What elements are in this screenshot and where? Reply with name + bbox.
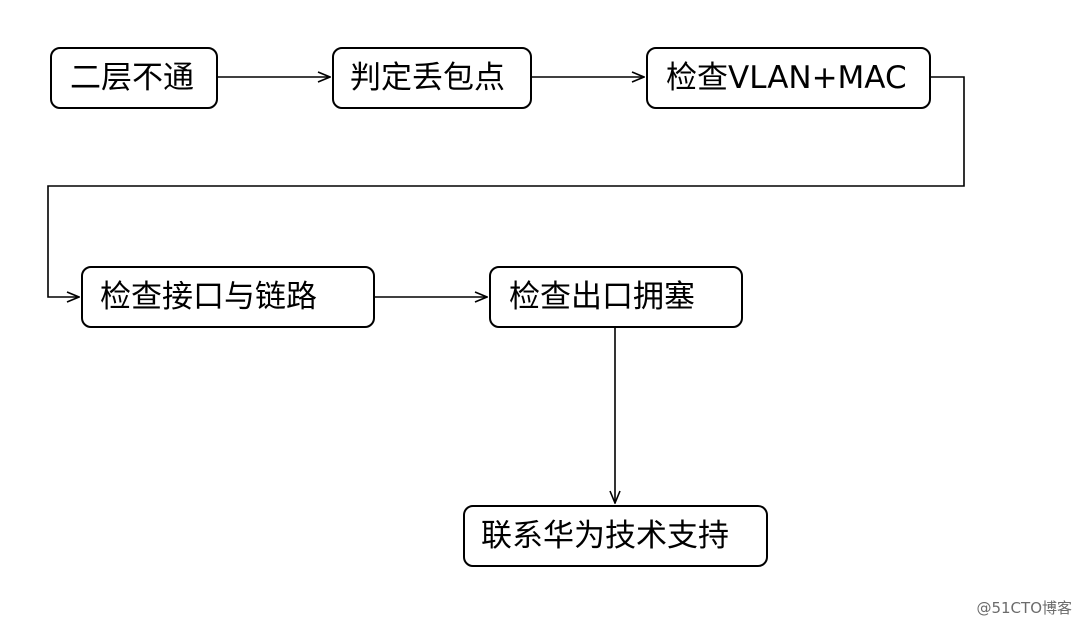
node-label: 检查接口与链路 (100, 278, 317, 315)
node-check-vlan-mac: 检查VLAN+MAC (646, 47, 931, 109)
node-check-interface-link: 检查接口与链路 (81, 266, 375, 328)
watermark: @51CTO博客 (976, 599, 1072, 617)
node-label: 联系华为技术支持 (481, 517, 729, 554)
edge-n3-n4 (47, 76, 965, 297)
node-label: 判定丢包点 (350, 59, 505, 96)
node-contact-support: 联系华为技术支持 (463, 505, 768, 567)
node-label: 二层不通 (70, 59, 194, 96)
node-label: 检查VLAN+MAC (666, 59, 907, 96)
node-layer2-down: 二层不通 (50, 47, 218, 109)
node-check-egress-congestion: 检查出口拥塞 (489, 266, 743, 328)
node-label: 检查出口拥塞 (509, 278, 695, 315)
node-locate-drop-point: 判定丢包点 (332, 47, 532, 109)
